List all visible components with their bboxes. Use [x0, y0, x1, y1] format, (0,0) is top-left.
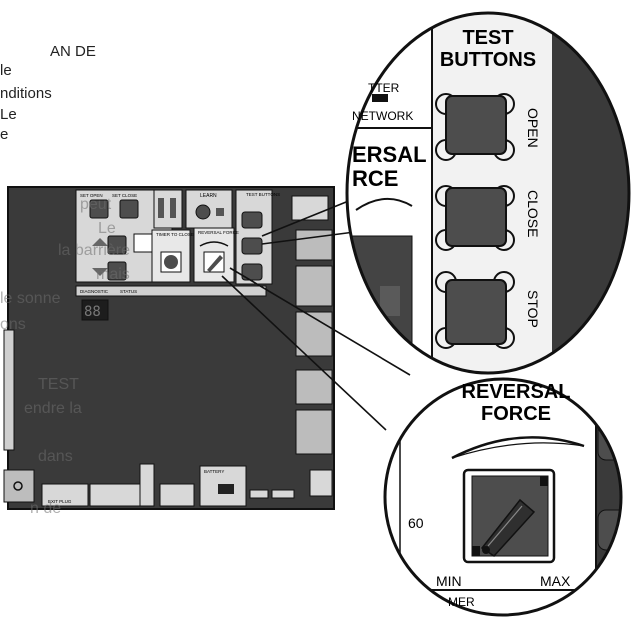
document-text-line-4: Le — [0, 106, 17, 123]
ghost-text-4: mais — [96, 266, 130, 283]
diagnostic-label: DIAGNOSTIC — [80, 289, 109, 294]
min-label: MIN — [436, 573, 462, 589]
reversal-title-line-1: REVERSAL — [462, 381, 571, 403]
reversal-force-dial — [462, 468, 556, 564]
reversal-title-line-2: FORCE — [481, 403, 551, 425]
reversal-callout-border — [383, 377, 623, 617]
max-label: MAX — [540, 573, 571, 589]
close-test-button: CLOSE — [435, 185, 541, 251]
open-test-button: OPEN — [435, 93, 541, 161]
ghost-text-2: Le — [98, 220, 116, 237]
close-button-label: CLOSE — [525, 190, 541, 237]
document-text-line-2: le — [0, 62, 12, 79]
ghost-text-5: le sonne — [0, 290, 61, 307]
set-close-label: SET CLOSE — [112, 193, 137, 198]
exit-plug-label: EXIT PLUG — [48, 499, 72, 504]
stop-test-button: STOP — [435, 271, 541, 349]
status-label: STATUS — [120, 289, 137, 294]
reversal-side-title-2: RCE — [352, 166, 398, 191]
timer-cut-label: MER — [448, 595, 475, 609]
dial-side-value: 60 — [408, 515, 424, 531]
set-open-label: SET OPEN — [80, 193, 103, 198]
test-title-line-2: BUTTONS — [440, 49, 536, 71]
ghost-text-10: n de — [30, 500, 62, 517]
ghost-text-3: la barrière — [58, 242, 131, 259]
ghost-text-6: ons — [0, 316, 26, 333]
learn-label: LEARN — [200, 193, 217, 199]
force-arc — [451, 436, 585, 460]
board-reversal-force-label: REVERSAL FORCE — [198, 230, 239, 235]
network-switch-label: NETWORK — [352, 109, 413, 123]
control-board: SET OPEN SET CLOSE LEARN TEST BUTTONS TI… — [3, 186, 335, 510]
ghost-text-1: peut — [80, 196, 112, 213]
stop-button-label: STOP — [525, 290, 541, 328]
open-button-label: OPEN — [525, 108, 541, 148]
ghost-text-8: endre la — [24, 400, 82, 417]
board-test-buttons-label: TEST BUTTONS — [246, 192, 280, 197]
ghost-text-9: dans — [38, 448, 73, 465]
battery-switch-label: TTER — [368, 81, 400, 95]
timer-to-close-label: TIMER TO CLOSE — [156, 232, 194, 237]
test-callout-border — [345, 11, 631, 375]
reversal-side-title-1: ERSAL — [352, 142, 427, 167]
battery-label: BATTERY — [204, 469, 224, 474]
document-text-line-3: nditions — [0, 85, 52, 102]
svg-text:88: 88 — [84, 304, 101, 320]
test-title-line-1: TEST — [462, 27, 513, 49]
document-text-line-1: AN DE — [50, 43, 96, 60]
ghost-text-7: TEST — [38, 376, 79, 393]
document-text-line-5: e — [0, 126, 9, 143]
